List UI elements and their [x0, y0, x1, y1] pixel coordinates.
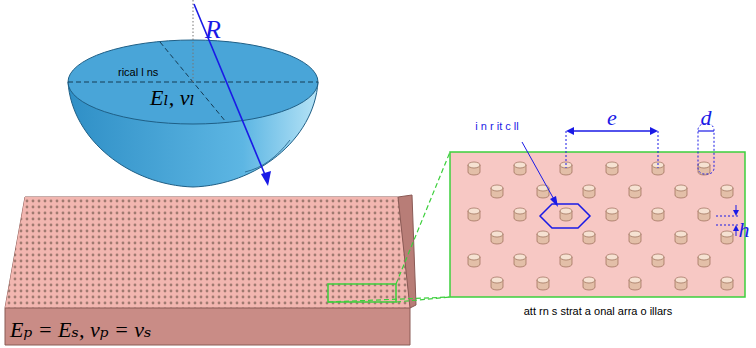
pillar-top: [652, 254, 664, 260]
diameter-label: d: [701, 106, 712, 130]
pillar-top: [606, 254, 618, 260]
pillar-top: [514, 162, 526, 168]
lens-label: rical l ns: [118, 66, 158, 78]
pillar-top: [629, 277, 641, 283]
pillar-top: [698, 254, 710, 260]
pillar-top: [698, 162, 710, 168]
pillar-top: [537, 231, 549, 237]
pillar-top: [698, 208, 710, 214]
pillar-top: [721, 277, 733, 283]
pillar-top: [537, 277, 549, 283]
pillar-top: [652, 208, 664, 214]
pillar-top: [583, 185, 595, 191]
pillar-top: [468, 208, 480, 214]
pillar-top: [560, 208, 572, 214]
pillar-top: [491, 277, 503, 283]
spacing-label: e: [607, 106, 617, 130]
pillar-top: [629, 231, 641, 237]
pillar-top: [491, 185, 503, 191]
pillar-top: [629, 185, 641, 191]
height-label: h: [739, 218, 750, 242]
pillar-top: [468, 254, 480, 260]
pillar-top: [721, 231, 733, 237]
pillar-top: [514, 208, 526, 214]
lens-material-label: Eₗ, νₗ: [150, 86, 195, 110]
pillar-top: [721, 185, 733, 191]
pillar-top: [675, 185, 687, 191]
pillar-top: [514, 254, 526, 260]
pillar-top: [606, 162, 618, 168]
unit-cell-label: i n r it c ll: [471, 120, 523, 132]
pillar-top: [675, 277, 687, 283]
pillar-top: [491, 231, 503, 237]
pillar-top: [675, 231, 687, 237]
pillar-top: [583, 231, 595, 237]
substrate-caption: att rn s strat a onal arra o illars: [524, 305, 673, 317]
radius-label: R: [205, 16, 221, 45]
pillar-top: [583, 277, 595, 283]
pillar-top: [606, 208, 618, 214]
pillar-top: [560, 254, 572, 260]
pillar-top: [468, 162, 480, 168]
substrate-material-label: Eₚ = Eₛ, νₚ = νₛ: [10, 318, 152, 342]
